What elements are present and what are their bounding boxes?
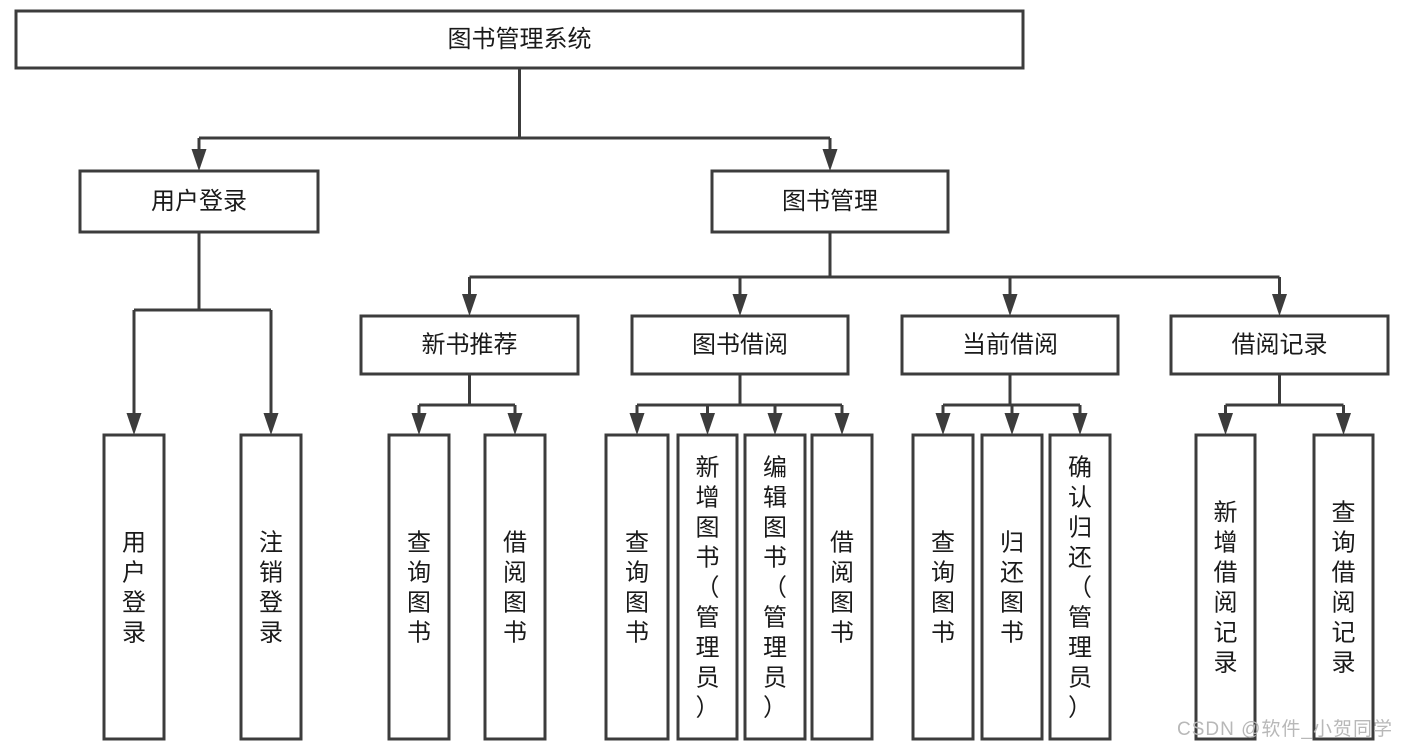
node-leaf-bk-query[interactable]: 查询图书 [604,433,670,741]
node-login[interactable]: 用户登录 [78,169,320,234]
node-label: 查询图书 [625,529,649,646]
arrow-head-icon [462,294,477,316]
nodes-layer: 图书管理系统用户登录图书管理新书推荐图书借阅当前借阅借阅记录用户登录注销登录查询… [14,9,1390,741]
node-box[interactable] [1048,433,1112,741]
connector-newbook [411,374,523,435]
node-label: 归还图书 [1000,529,1024,646]
node-box[interactable] [1169,314,1390,376]
arrow-head-icon [1336,413,1351,435]
arrow-head-icon [1272,294,1287,316]
node-label: 借阅图书 [830,529,854,646]
node-leaf-bk-add[interactable]: 新增图书（管理员） [676,433,739,741]
node-box[interactable] [630,314,850,376]
node-box[interactable] [14,9,1025,70]
node-newbook[interactable]: 新书推荐 [359,314,580,376]
node-borrow[interactable]: 图书借阅 [630,314,850,376]
arrow-head-icon [411,413,427,435]
node-leaf-cur-query[interactable]: 查询图书 [911,433,975,741]
node-label: 图书管理系统 [448,26,592,53]
node-leaf-bk-borrow[interactable]: 借阅图书 [810,433,874,741]
node-leaf-user-login[interactable]: 用户登录 [102,433,166,741]
arrow-head-icon [1002,294,1018,316]
arrow-head-icon [834,413,850,435]
arrow-head-icon [1004,413,1020,435]
node-root[interactable]: 图书管理系统 [14,9,1025,70]
node-box[interactable] [676,433,739,741]
node-box[interactable] [102,433,166,741]
node-label: 查询图书 [407,529,431,646]
node-label: 用户登录 [122,529,146,646]
node-label: 当前借阅 [962,331,1058,358]
node-box[interactable] [900,314,1120,376]
node-record[interactable]: 借阅记录 [1169,314,1390,376]
arrow-head-icon [629,413,645,435]
arrow-head-icon [191,149,207,171]
node-leaf-nb-query[interactable]: 查询图书 [387,433,451,741]
node-bookmgmt[interactable]: 图书管理 [710,169,950,234]
node-box[interactable] [810,433,874,741]
node-current[interactable]: 当前借阅 [900,314,1120,376]
node-label: 编辑图书（管理员） [763,454,787,721]
arrow-head-icon [507,413,523,435]
node-label: 借阅记录 [1232,331,1328,358]
node-box[interactable] [483,433,547,741]
node-box[interactable] [78,169,320,234]
node-label: 借阅图书 [503,529,527,646]
node-box[interactable] [710,169,950,234]
node-label: 查询借阅记录 [1332,499,1356,676]
arrow-head-icon [1072,413,1088,435]
node-box[interactable] [387,433,451,741]
node-label: 图书借阅 [692,331,788,358]
arrow-head-icon [732,294,748,316]
node-box[interactable] [359,314,580,376]
node-label: 新增图书（管理员） [696,454,720,721]
node-leaf-rec-add[interactable]: 新增借阅记录 [1194,433,1257,741]
connector-record [1218,374,1351,435]
node-box[interactable] [239,433,303,741]
node-label: 新增借阅记录 [1214,499,1238,676]
connector-login [126,232,279,435]
edges-layer [126,68,1351,435]
node-leaf-user-logout[interactable]: 注销登录 [239,433,303,741]
node-label: 图书管理 [782,188,878,215]
node-label: 用户登录 [151,188,247,215]
arrow-head-icon [126,413,142,435]
connector-root [191,68,838,171]
node-box[interactable] [1312,433,1375,741]
node-leaf-rec-query[interactable]: 查询借阅记录 [1312,433,1375,741]
arrow-head-icon [935,413,951,435]
node-box[interactable] [980,433,1044,741]
node-box[interactable] [743,433,807,741]
arrow-head-icon [263,413,279,435]
connector-current [935,374,1088,435]
node-leaf-bk-edit[interactable]: 编辑图书（管理员） [743,433,807,741]
node-label: 确认归还（管理员） [1068,454,1092,721]
node-box[interactable] [604,433,670,741]
node-leaf-cur-confirm[interactable]: 确认归还（管理员） [1048,433,1112,741]
arrow-head-icon [1218,413,1233,435]
arrow-head-icon [700,413,715,435]
node-leaf-nb-borrow[interactable]: 借阅图书 [483,433,547,741]
node-label: 查询图书 [931,529,955,646]
node-label: 新书推荐 [422,331,518,358]
node-leaf-cur-return[interactable]: 归还图书 [980,433,1044,741]
arrow-head-icon [767,413,783,435]
arrow-head-icon [822,149,838,171]
node-box[interactable] [911,433,975,741]
connector-bookmgmt [462,232,1287,316]
connector-borrow [629,374,850,435]
node-box[interactable] [1194,433,1257,741]
node-label: 注销登录 [259,529,283,646]
